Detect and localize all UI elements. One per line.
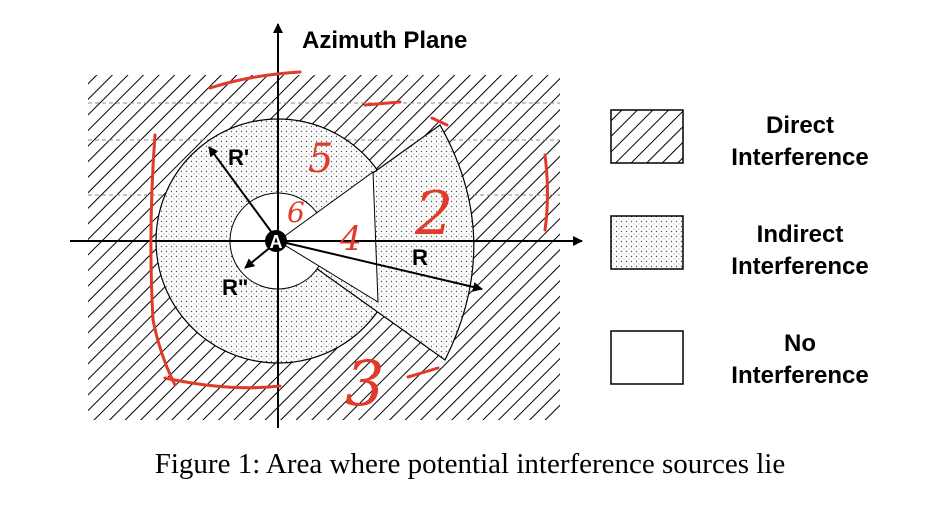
handwritten-number-5: 5 [308, 136, 333, 182]
legend-indirect-line1: Indirect [757, 221, 844, 248]
radius-r-double-prime-label: R" [222, 275, 248, 300]
handwritten-number-2: 2 [414, 179, 453, 249]
center-label: A [270, 232, 283, 252]
diagram-title: Azimuth Plane [302, 27, 467, 54]
legend-direct-line1: Direct [766, 112, 834, 139]
radius-r-prime-label: R' [228, 145, 249, 170]
handwritten-annotations [149, 70, 549, 390]
handwritten-number-3: 3 [345, 347, 384, 420]
legend: Direct Interference Indirect Interferenc… [610, 109, 869, 389]
legend-none-line1: No [784, 330, 816, 357]
handwritten-number-4: 4 [339, 219, 362, 259]
legend-none-line2: Interference [731, 362, 868, 389]
radius-r-prime-arrow [208, 146, 279, 242]
handwritten-numbers: 5 6 2 4 3 [287, 136, 453, 420]
legend-indirect-line2: Interference [731, 253, 868, 280]
legend-swatch-indirect [610, 215, 684, 270]
interference-diagram: A Azimuth Plane R' R" R 5 6 2 4 3 Direct… [70, 23, 869, 428]
legend-swatch-direct [610, 109, 684, 164]
center-point [265, 230, 287, 252]
legend-swatch-none [610, 330, 684, 385]
radius-r-arrow [277, 240, 483, 292]
no-interference-wedge [277, 171, 379, 303]
figure-caption: Figure 1: Area where potential interfere… [154, 448, 786, 480]
handwritten-number-6: 6 [287, 196, 305, 229]
legend-direct-line2: Interference [731, 144, 868, 171]
radius-r-label: R [412, 245, 428, 270]
